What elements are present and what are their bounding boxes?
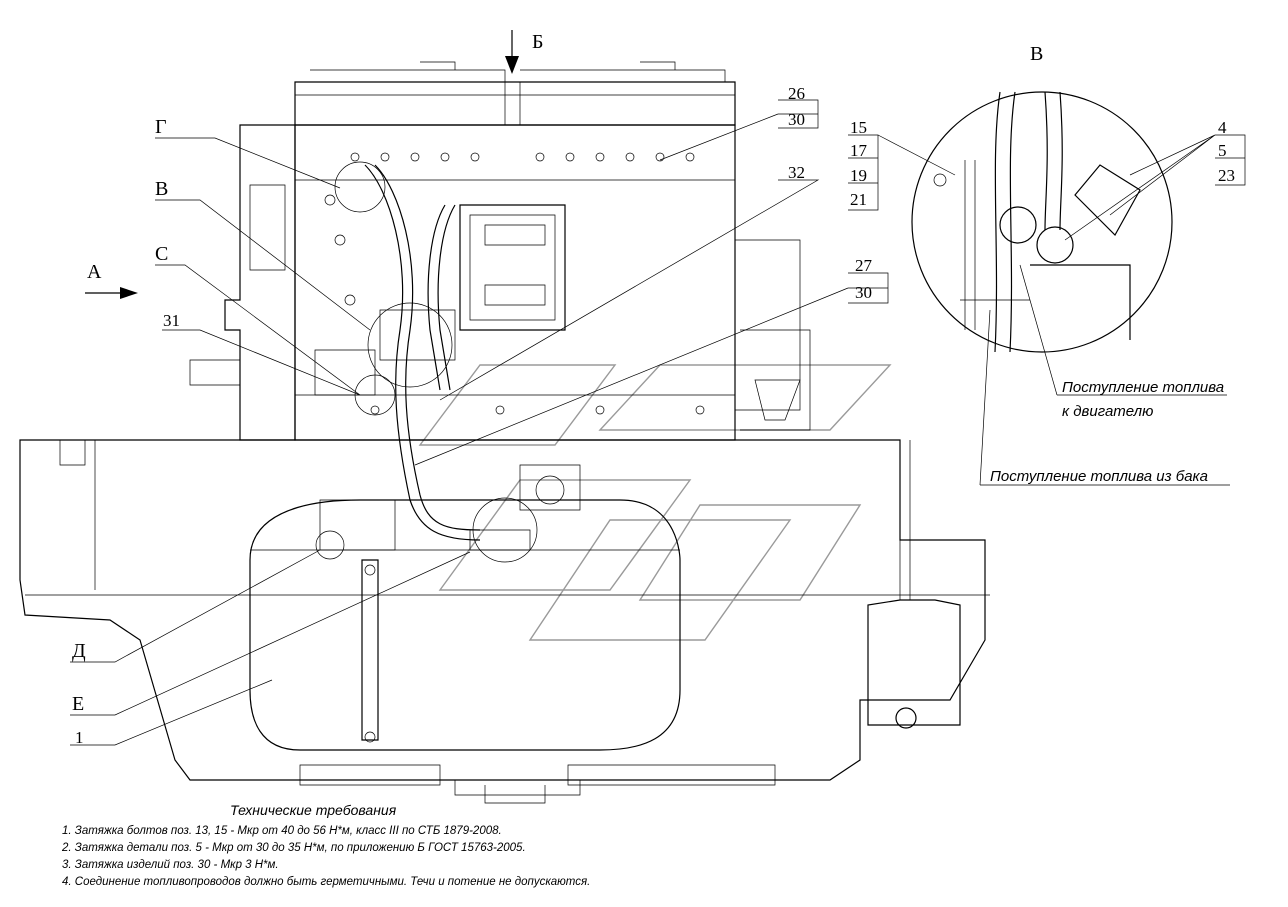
position-19: 19 bbox=[850, 166, 867, 185]
position-31: 31 bbox=[163, 311, 180, 330]
requirements-title: Технические требования bbox=[230, 802, 397, 818]
position-5: 5 bbox=[1218, 141, 1227, 160]
position-26: 26 bbox=[788, 84, 805, 103]
view-label-b: Б bbox=[532, 31, 543, 53]
frame-and-tank bbox=[19, 439, 990, 804]
view-label-a: А bbox=[87, 261, 102, 283]
position-15: 15 bbox=[850, 118, 867, 137]
position-17: 17 bbox=[850, 141, 868, 160]
note-fuel-to-engine-line1: Поступление топлива bbox=[1062, 379, 1224, 396]
requirement-1: 1. Затяжка болтов поз. 13, 15 - Мкр от 4… bbox=[62, 825, 502, 837]
position-21: 21 bbox=[850, 190, 867, 209]
requirement-4: 4. Соединение топливопроводов должно быт… bbox=[62, 876, 590, 888]
detail-v-title: В bbox=[1030, 43, 1043, 65]
position-27: 27 bbox=[855, 256, 873, 275]
detail-circles bbox=[315, 161, 538, 563]
requirement-2: 2. Затяжка детали поз. 5 - Мкр от 30 до … bbox=[61, 842, 526, 854]
watermark-logo bbox=[418, 364, 892, 641]
position-23: 23 bbox=[1218, 166, 1235, 185]
note-fuel-to-engine-line2: к двигателю bbox=[1062, 403, 1153, 420]
position-4: 4 bbox=[1218, 118, 1227, 137]
engine-assembly bbox=[189, 61, 811, 551]
callout-c: С bbox=[155, 243, 168, 265]
view-arrows bbox=[85, 30, 519, 299]
requirement-3: 3. Затяжка изделий поз. 30 - Мкр 3 Н*м. bbox=[62, 859, 279, 871]
note-fuel-from-tank: Поступление топлива из бака bbox=[990, 468, 1208, 485]
position-1: 1 bbox=[75, 728, 84, 747]
position-30-b: 30 bbox=[855, 283, 872, 302]
detail-view-v bbox=[911, 91, 1173, 353]
callout-g: Г bbox=[155, 116, 167, 138]
callout-d: Д bbox=[72, 640, 86, 662]
callout-e: Е bbox=[72, 693, 84, 715]
callout-v: В bbox=[155, 178, 168, 200]
position-30-a: 30 bbox=[788, 110, 805, 129]
leader-lines bbox=[70, 99, 1246, 746]
position-32: 32 bbox=[788, 163, 805, 182]
